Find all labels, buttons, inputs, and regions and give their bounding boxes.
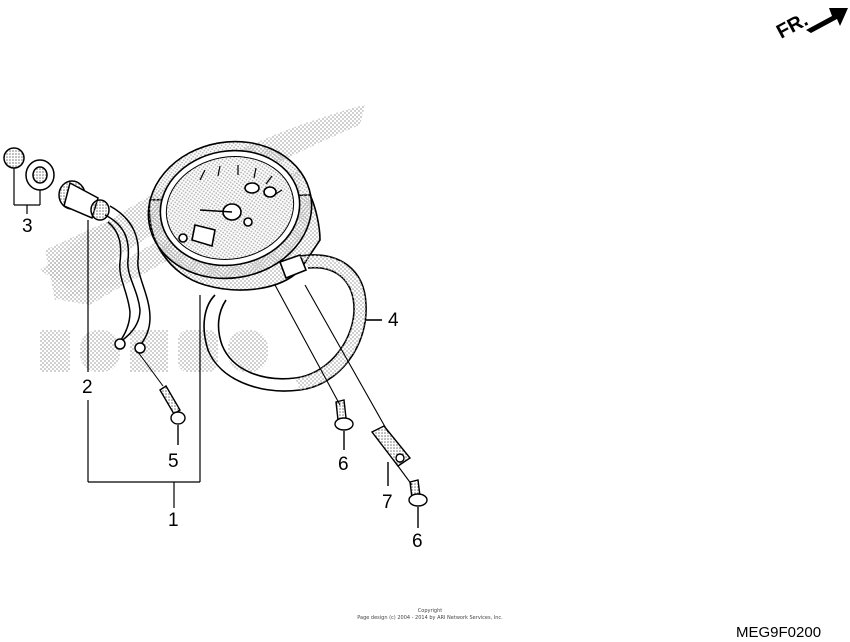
callout-3: 3	[22, 216, 33, 237]
diagram-code: MEG9F0200	[736, 624, 822, 641]
callout-5: 5	[168, 451, 179, 472]
copyright-line-1: Copyright	[417, 608, 443, 614]
leader-5-to-hole	[137, 351, 164, 387]
callout-4: 4	[388, 310, 399, 331]
callout-6-upper: 6	[338, 454, 349, 475]
copyright-notice: Copyright Page design (c) 2004 - 2014 by…	[300, 608, 560, 621]
callout-6-lower: 6	[412, 531, 423, 552]
part-2-socket-cord	[58, 180, 151, 354]
callout-leader-3	[13, 168, 41, 214]
part-3-grommet	[3, 147, 55, 191]
callout-2: 2	[82, 377, 93, 398]
part-5-screw	[159, 385, 186, 445]
part-6-nut-b	[408, 479, 428, 528]
callout-leader-1	[87, 220, 201, 508]
part-6-nut-a	[334, 399, 354, 450]
part-1-speedometer	[147, 140, 321, 291]
copyright-line-2: Page design (c) 2004 - 2014 by ARI Netwo…	[357, 614, 503, 621]
arrow-right-icon	[806, 8, 848, 33]
callout-7: 7	[382, 492, 393, 513]
part-7-stay	[370, 425, 412, 486]
callout-1: 1	[168, 510, 179, 531]
part-4-case	[203, 254, 382, 392]
